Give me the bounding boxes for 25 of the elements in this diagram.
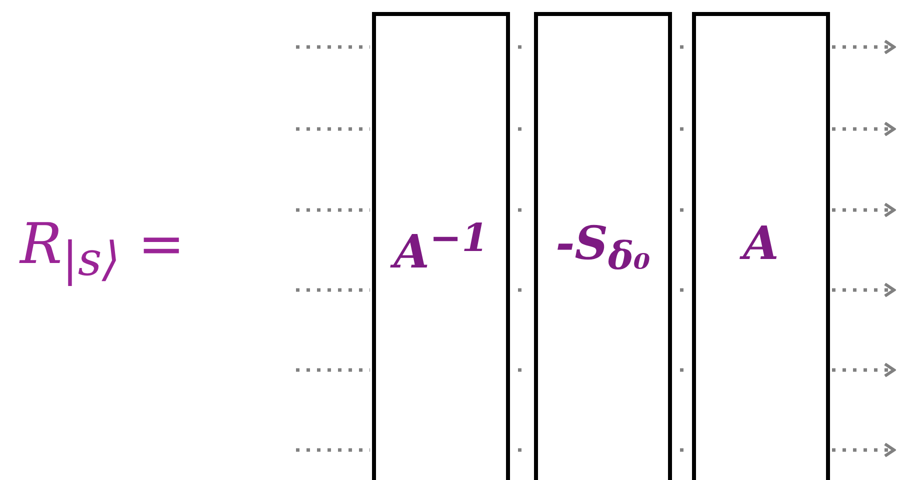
gate-label: A (696, 216, 826, 270)
dotted-arrow (832, 282, 896, 298)
dotted-wire (296, 127, 370, 131)
dotted-wire (680, 208, 684, 212)
dotted-wire (296, 45, 370, 49)
dotted-wire (680, 127, 684, 131)
dotted-arrow (832, 442, 896, 458)
dotted-wire (296, 448, 370, 452)
dotted-arrow (832, 362, 896, 378)
dotted-wire (680, 368, 684, 372)
dotted-wire (296, 288, 370, 292)
dotted-wire (296, 368, 370, 372)
gate-box (692, 12, 830, 480)
gate-label: -S$_{δ₀}$ (554, 216, 652, 280)
dotted-wire (680, 288, 684, 292)
dotted-wire (680, 448, 684, 452)
dotted-arrow (832, 202, 896, 218)
gate-box (372, 12, 510, 480)
operator-label: R$_{|s⟩}$ = (20, 212, 185, 288)
dotted-arrow (832, 40, 896, 54)
dotted-wire (296, 208, 370, 212)
gate-box (534, 12, 672, 480)
dotted-arrow (832, 122, 896, 136)
dotted-wire (680, 45, 684, 49)
gate-label: A$^{−1}$ (376, 216, 506, 278)
